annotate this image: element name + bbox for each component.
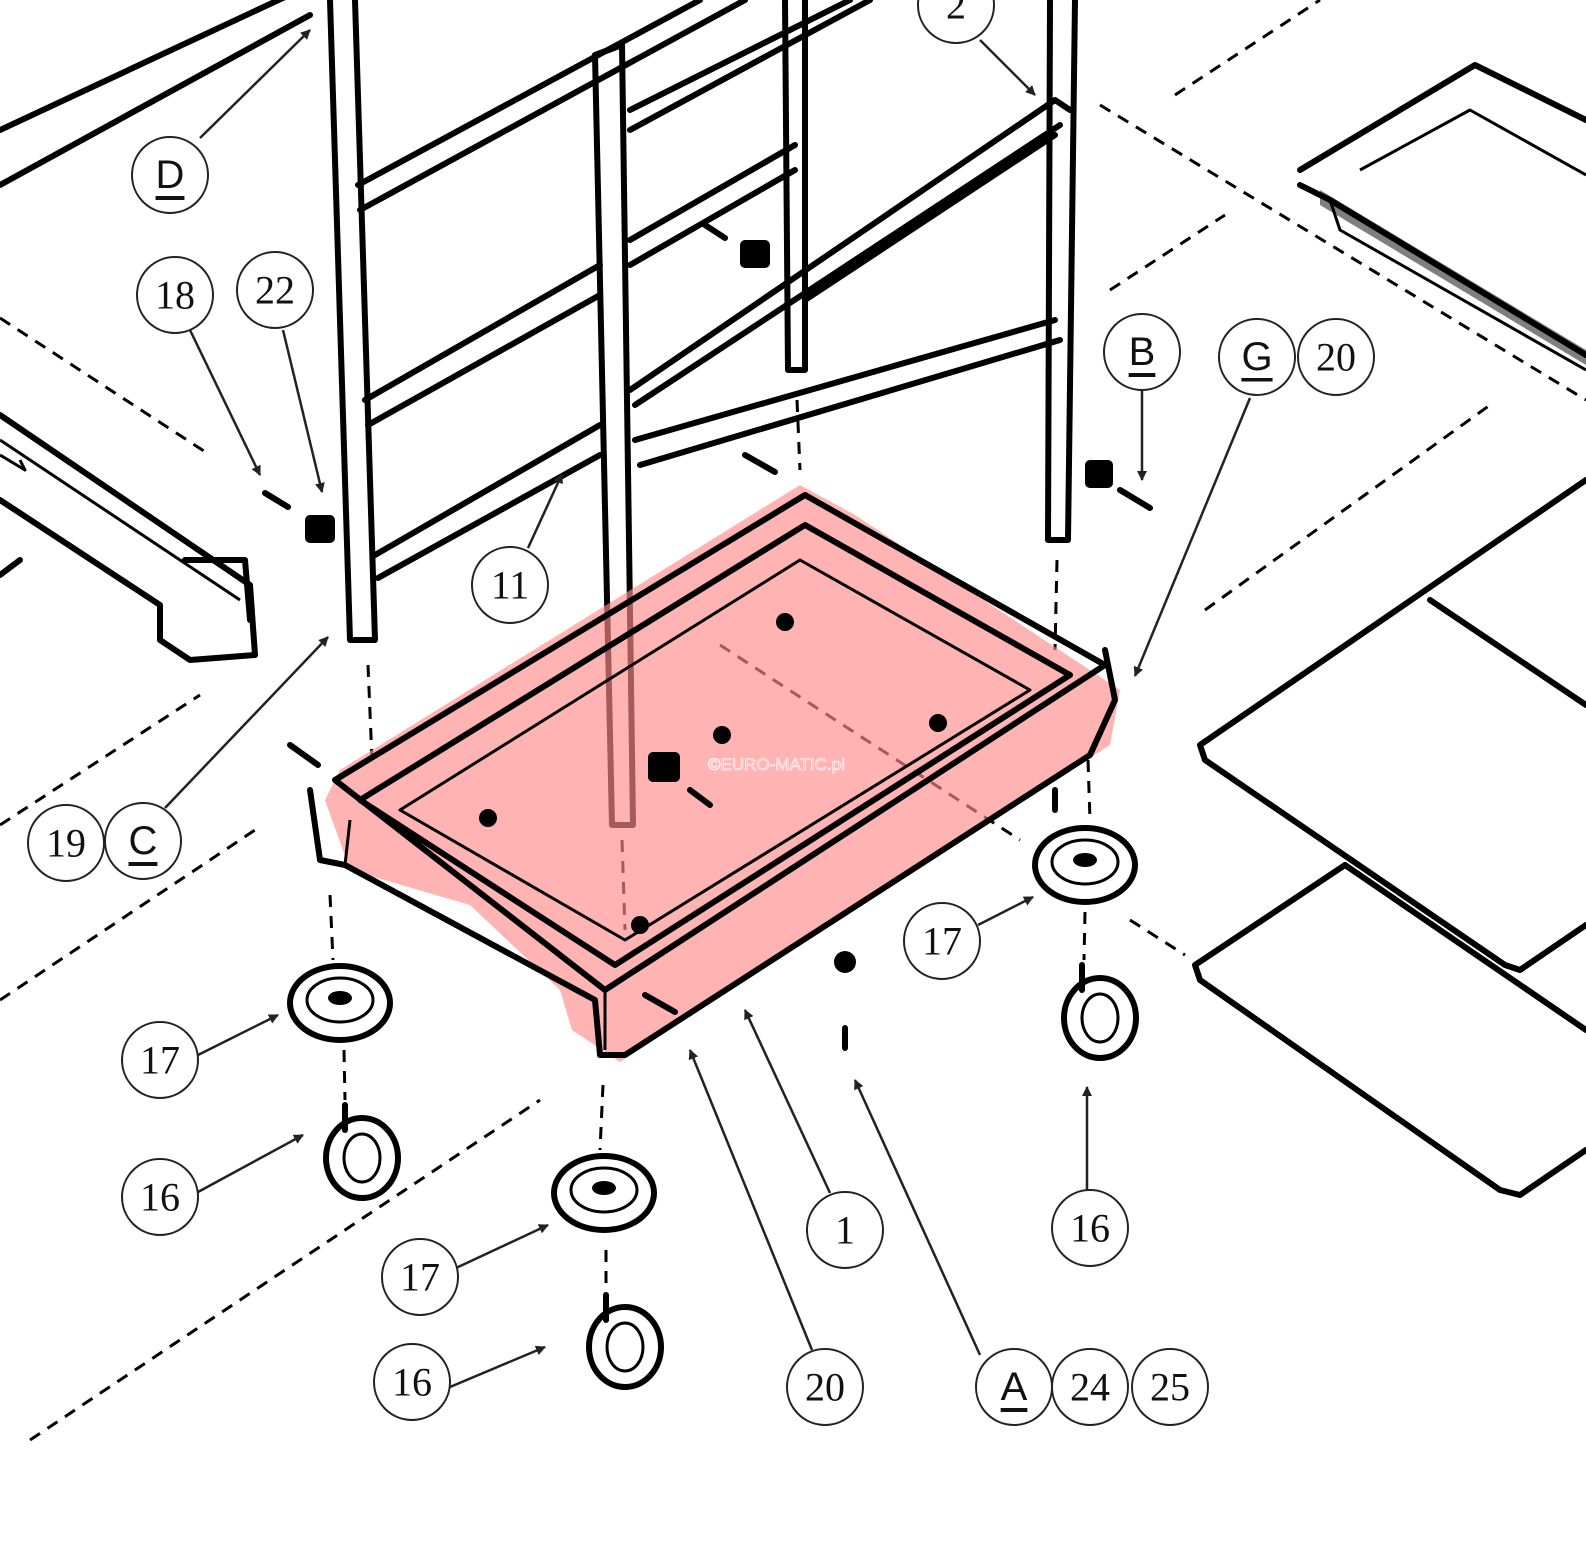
- callout-17-mid: 17: [381, 1238, 459, 1316]
- caster-left: [323, 1102, 401, 1201]
- callout-label: 16: [392, 1360, 432, 1405]
- left-side-panel: [0, 0, 313, 663]
- disc-right: [1032, 825, 1138, 905]
- callout-circle: [236, 251, 314, 329]
- callout-label: A: [1001, 1365, 1028, 1409]
- callout-label: 17: [140, 1038, 180, 1083]
- callout-circle: [1051, 1348, 1129, 1426]
- callout-label: 2: [946, 0, 966, 28]
- callout-1: 1: [806, 1191, 884, 1269]
- callout-circle: [1103, 313, 1181, 391]
- callout-label: B: [1129, 330, 1156, 374]
- callout-label: 17: [922, 919, 962, 964]
- callout-a: A: [975, 1348, 1053, 1426]
- callout-18: 18: [136, 256, 214, 334]
- drawer-and-shelves: [1192, 62, 1586, 1198]
- callout-circle: [786, 1348, 864, 1426]
- callout-24: 24: [1051, 1348, 1129, 1426]
- callout-circle: [806, 1191, 884, 1269]
- callout-circle: [1051, 1189, 1129, 1267]
- callout-16-left: 16: [121, 1158, 199, 1236]
- callout-circle: [136, 256, 214, 334]
- callout-20-top: 20: [1297, 318, 1375, 396]
- callout-label: D: [156, 153, 185, 197]
- callout-circle: [373, 1343, 451, 1421]
- disc-parts: [287, 825, 1138, 1233]
- callout-label: 11: [491, 563, 530, 608]
- callout-circle: [27, 804, 105, 882]
- callout-2: 2: [917, 0, 995, 44]
- callout-label: C: [129, 819, 158, 863]
- disc-mid: [551, 1153, 657, 1233]
- callout-circle: [381, 1238, 459, 1316]
- caster-wheels: [323, 962, 1139, 1390]
- callout-11: 11: [471, 546, 549, 624]
- callout-22: 22: [236, 251, 314, 329]
- callout-arrows: [164, 29, 1252, 1389]
- callout-17-left: 17: [121, 1021, 199, 1099]
- callout-circle: [1131, 1348, 1209, 1426]
- callout-16-mid: 16: [373, 1343, 451, 1421]
- callout-25: 25: [1131, 1348, 1209, 1426]
- caster-mid: [586, 1292, 664, 1390]
- watermark: ©EURO-MATIC.pl: [708, 755, 845, 774]
- callout-16-right: 16: [1051, 1189, 1129, 1267]
- caster-right: [1061, 962, 1139, 1061]
- callouts: D 18 22 11 2 B G 20 19 C 17 17 16 17 16 …: [27, 0, 1375, 1426]
- callout-label: 20: [805, 1365, 845, 1410]
- callout-label: 17: [400, 1255, 440, 1300]
- callout-circle: [1297, 318, 1375, 396]
- callout-label: 19: [46, 821, 86, 866]
- callout-g: G: [1218, 318, 1296, 396]
- callout-circle: [121, 1158, 199, 1236]
- callout-circle: [104, 802, 182, 880]
- callout-circle: [903, 902, 981, 980]
- hardware: [262, 222, 1153, 1051]
- callout-label: 25: [1150, 1365, 1190, 1410]
- callout-c: C: [104, 802, 182, 880]
- callout-label: 18: [155, 273, 195, 318]
- callout-circle: [121, 1021, 199, 1099]
- callout-label: G: [1241, 335, 1272, 379]
- callout-label: 16: [1070, 1206, 1110, 1251]
- callout-label: 24: [1070, 1365, 1110, 1410]
- callout-b: B: [1103, 313, 1181, 391]
- disc-left: [287, 963, 393, 1043]
- callout-20-bottom: 20: [786, 1348, 864, 1426]
- callout-circle: [471, 546, 549, 624]
- callout-17-right: 17: [903, 902, 981, 980]
- callout-circle: [917, 0, 995, 44]
- base-tray: ©EURO-MATIC.pl: [307, 492, 1118, 1058]
- callout-circle: [1218, 318, 1296, 396]
- callout-label: 22: [255, 268, 295, 313]
- callout-19: 19: [27, 804, 105, 882]
- callout-label: 20: [1316, 335, 1356, 380]
- callout-label: 1: [835, 1208, 855, 1253]
- callout-circle: [131, 136, 209, 214]
- callout-label: 16: [140, 1175, 180, 1220]
- callout-d: D: [131, 136, 209, 214]
